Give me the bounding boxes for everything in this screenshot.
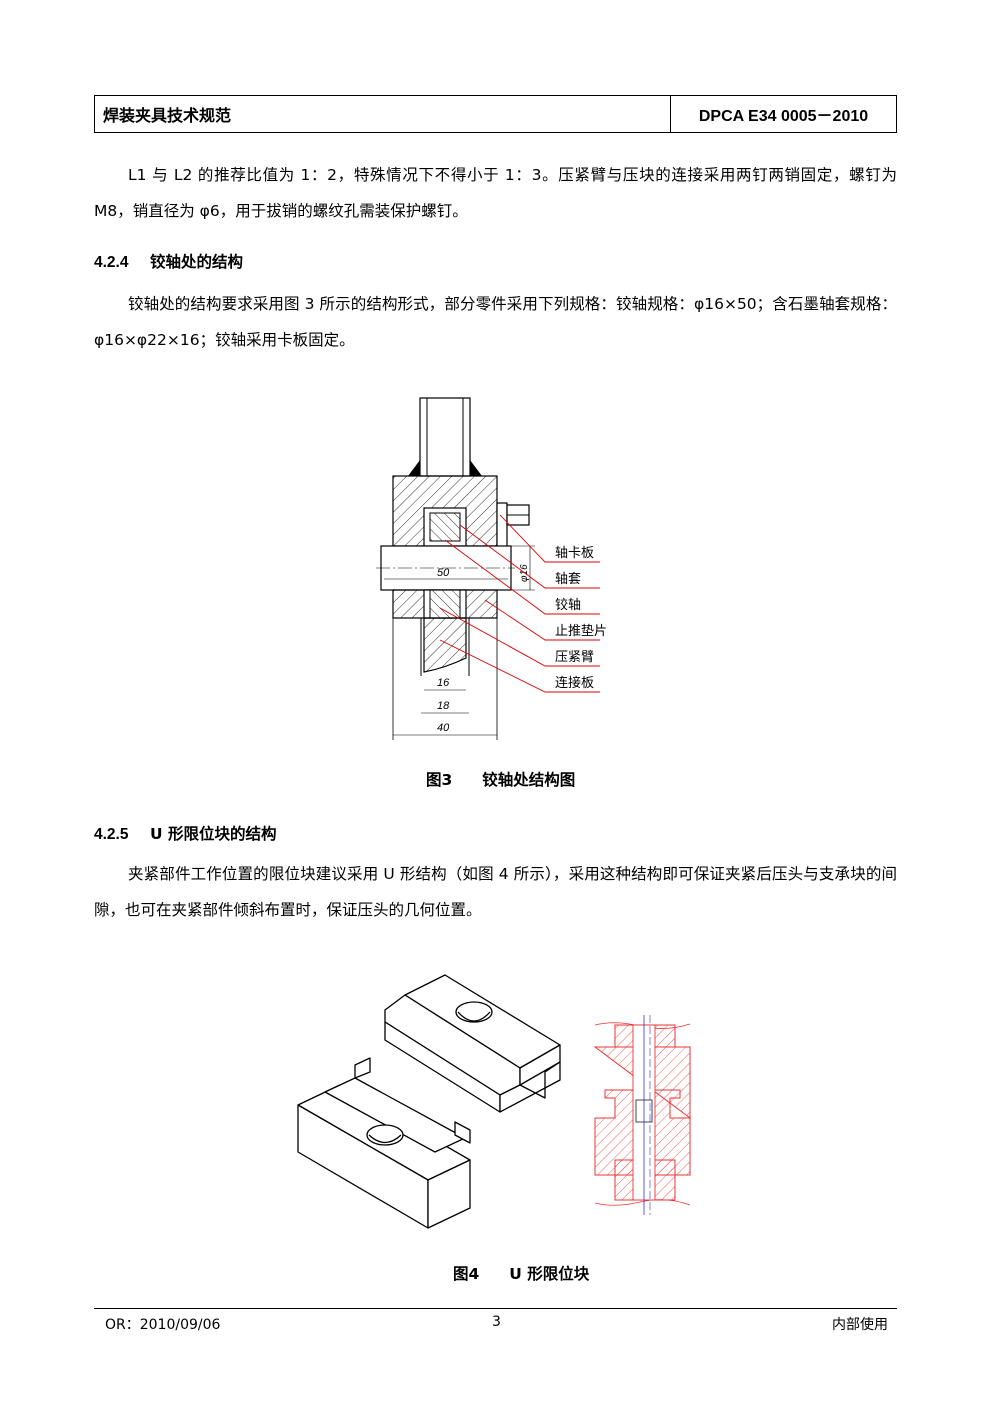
callout-shaft-retainer: 轴卡板 xyxy=(555,546,594,561)
figure-4-section-drawing xyxy=(593,1015,692,1215)
footer-date: OR：2010/09/06 xyxy=(105,1317,221,1333)
callout-clamp-arm: 压紧臂 xyxy=(555,650,594,665)
footer-classification: 内部使用 xyxy=(832,1317,888,1333)
figure-4-caption: 图4 U 形限位块 xyxy=(453,1262,589,1284)
section-heading-4-2-4: 4.2.4 铰轴处的结构 xyxy=(94,250,243,272)
figure-4-isometric-drawing xyxy=(297,974,561,1229)
footer-divider xyxy=(94,1308,897,1309)
callout-bushing: 轴套 xyxy=(555,571,581,587)
figure-3-title: 铰轴处结构图 xyxy=(482,771,576,789)
paragraph-1: L1 与 L2 的推荐比值为 1：2，特殊情况下不得小于 1：3。压紧臂与压块的… xyxy=(94,166,897,220)
dim-18: 18 xyxy=(437,700,450,712)
figure-3-caption: 图3 铰轴处结构图 xyxy=(426,768,575,790)
figure-4-label: 图4 xyxy=(453,1265,480,1283)
footer-page-number: 3 xyxy=(492,1314,501,1330)
paragraph-2: 铰轴处的结构要求采用图 3 所示的结构形式，部分零件采用下列规格：铰轴规格：φ1… xyxy=(94,295,897,349)
document-title: 焊装夹具技术规范 xyxy=(95,96,671,132)
dim-16: 16 xyxy=(437,677,450,689)
section-number: 4.2.5 xyxy=(94,826,129,843)
paragraph-3: 夹紧部件工作位置的限位块建议采用 U 形结构（如图 4 所示），采用这种结构即可… xyxy=(94,865,897,919)
dim-40: 40 xyxy=(437,722,450,734)
figure-3-label: 图3 xyxy=(426,771,453,789)
section-heading-4-2-5: 4.2.5 U 形限位块的结构 xyxy=(94,822,276,844)
section-title: 铰轴处的结构 xyxy=(150,253,244,271)
callout-connecting-plate: 连接板 xyxy=(555,675,594,691)
figure-4-title: U 形限位块 xyxy=(509,1265,590,1283)
callout-thrust-washer: 止推垫片 xyxy=(555,623,607,639)
document-code: DPCA E34 0005－2010 xyxy=(698,108,869,125)
section-title: U 形限位块的结构 xyxy=(150,825,277,843)
figure-3-hinge-drawing: 50 φ16 16 18 40 轴卡板 轴套 铰轴 止推垫片 压紧臂 连接板 xyxy=(376,397,607,740)
dim-50: 50 xyxy=(437,567,450,579)
header-box: 焊装夹具技术规范 DPCA E34 0005－2010 xyxy=(94,95,897,133)
section-number: 4.2.4 xyxy=(94,254,129,271)
callout-hinge-pin: 铰轴 xyxy=(555,598,581,613)
